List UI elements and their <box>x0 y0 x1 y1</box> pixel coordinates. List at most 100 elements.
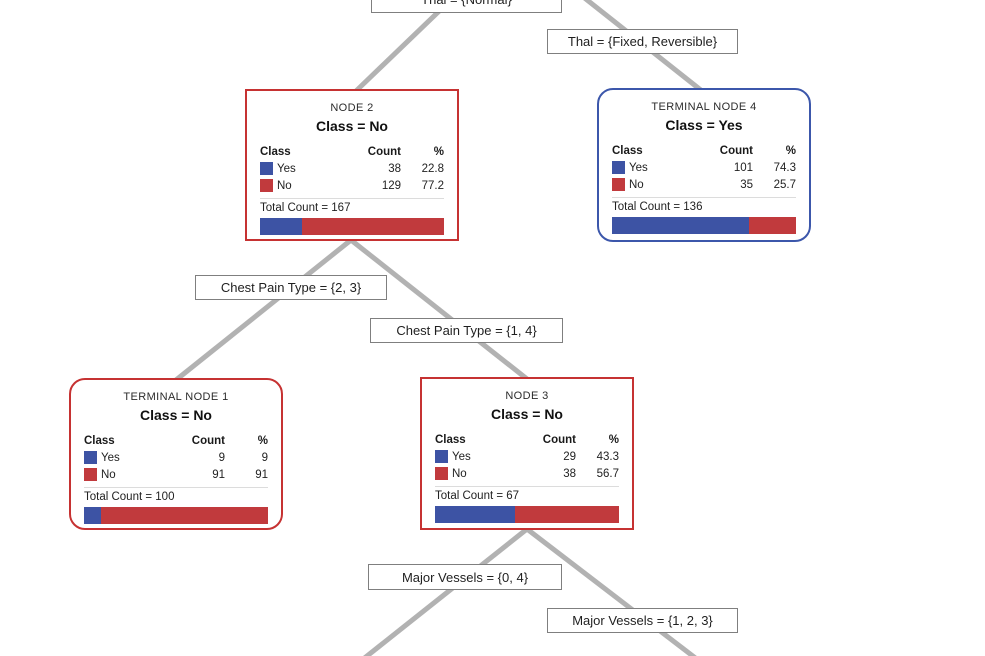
row-count: 9 <box>218 451 225 464</box>
bar-segment-no <box>100 507 268 524</box>
row-pct: 91 <box>255 468 268 481</box>
split-label-major-vessels-1-2-3: Major Vessels = {1, 2, 3} <box>547 608 738 633</box>
bar-segment-yes <box>260 218 302 235</box>
row-count: 35 <box>740 178 753 191</box>
yes-color-swatch <box>435 450 448 463</box>
split-label-thal-fixed-reversible: Thal = {Fixed, Reversible} <box>547 29 738 54</box>
bar-segment-yes <box>435 506 515 523</box>
header-count: Count <box>719 144 753 157</box>
divider <box>260 198 444 199</box>
row-pct: 22.8 <box>421 162 444 175</box>
header-pct: % <box>608 433 619 446</box>
class-row-yes: Yes 101 74.3 <box>612 159 796 176</box>
class-row-no: No 35 25.7 <box>612 176 796 193</box>
node-predicted-class: Class = Yes <box>665 117 743 133</box>
row-label: No <box>629 178 644 191</box>
row-label: Yes <box>452 450 471 463</box>
node-title: TERMINAL NODE 4 <box>651 101 757 113</box>
total-count-label: Total Count = 100 <box>84 491 175 503</box>
node-title: NODE 2 <box>330 102 374 114</box>
row-pct: 9 <box>261 451 268 464</box>
tree-terminal-node-4[interactable]: TERMINAL NODE 4 Class = Yes Class Count … <box>597 88 811 242</box>
divider <box>612 197 796 198</box>
row-label: No <box>452 467 467 480</box>
node-title: NODE 3 <box>505 390 549 402</box>
class-table-header: Class Count % <box>435 431 619 448</box>
class-distribution-bar <box>84 507 268 524</box>
class-table-header: Class Count % <box>84 432 268 449</box>
header-count: Count <box>367 145 401 158</box>
row-count: 38 <box>563 467 576 480</box>
bar-segment-yes <box>84 507 101 524</box>
node-predicted-class: Class = No <box>316 118 388 134</box>
header-class: Class <box>260 145 291 158</box>
divider <box>435 486 619 487</box>
no-color-swatch <box>84 468 97 481</box>
class-distribution-bar <box>260 218 444 235</box>
row-label: No <box>277 179 292 192</box>
row-pct: 74.3 <box>773 161 796 174</box>
row-pct: 43.3 <box>596 450 619 463</box>
header-pct: % <box>433 145 444 158</box>
total-count-label: Total Count = 136 <box>612 201 703 213</box>
class-row-yes: Yes 29 43.3 <box>435 448 619 465</box>
row-count: 38 <box>388 162 401 175</box>
node-title: TERMINAL NODE 1 <box>123 391 229 403</box>
split-label-chest-pain-2-3: Chest Pain Type = {2, 3} <box>195 275 387 300</box>
row-count: 129 <box>381 179 401 192</box>
header-count: Count <box>191 434 225 447</box>
header-class: Class <box>84 434 115 447</box>
class-row-yes: Yes 9 9 <box>84 449 268 466</box>
header-pct: % <box>257 434 268 447</box>
yes-color-swatch <box>260 162 273 175</box>
edge-node3-right-child <box>525 527 697 656</box>
class-row-no: No 129 77.2 <box>260 177 444 194</box>
bar-segment-no <box>301 218 444 235</box>
row-label: Yes <box>101 451 120 464</box>
header-class: Class <box>612 144 643 157</box>
split-label-thal-normal: Thal = {Normal} <box>371 0 562 13</box>
header-count: Count <box>542 433 576 446</box>
row-label: Yes <box>277 162 296 175</box>
node-predicted-class: Class = No <box>140 407 212 423</box>
tree-node-3[interactable]: NODE 3 Class = No Class Count % Yes 29 4… <box>420 377 634 530</box>
yes-color-swatch <box>84 451 97 464</box>
edge-node2-to-node3 <box>349 238 529 381</box>
edge-node3-left-child <box>363 527 529 656</box>
row-count: 101 <box>733 161 753 174</box>
edge-node2-to-terminal1 <box>174 238 353 382</box>
edge-root-to-node2 <box>354 0 455 93</box>
row-pct: 56.7 <box>596 467 619 480</box>
no-color-swatch <box>612 178 625 191</box>
bar-segment-no <box>514 506 619 523</box>
row-count: 91 <box>212 468 225 481</box>
tree-terminal-node-1[interactable]: TERMINAL NODE 1 Class = No Class Count %… <box>69 378 283 530</box>
row-pct: 77.2 <box>421 179 444 192</box>
split-label-major-vessels-0-4: Major Vessels = {0, 4} <box>368 564 562 590</box>
class-row-no: No 38 56.7 <box>435 465 619 482</box>
no-color-swatch <box>260 179 273 192</box>
header-pct: % <box>785 144 796 157</box>
row-count: 29 <box>563 450 576 463</box>
tree-node-2[interactable]: NODE 2 Class = No Class Count % Yes 38 2… <box>245 89 459 241</box>
class-table-header: Class Count % <box>260 143 444 160</box>
total-count-label: Total Count = 67 <box>435 490 520 502</box>
class-distribution-bar <box>435 506 619 523</box>
class-row-yes: Yes 38 22.8 <box>260 160 444 177</box>
class-distribution-bar <box>612 217 796 234</box>
class-table-header: Class Count % <box>612 142 796 159</box>
total-count-label: Total Count = 167 <box>260 202 351 214</box>
row-label: No <box>101 468 116 481</box>
class-row-no: No 91 91 <box>84 466 268 483</box>
no-color-swatch <box>435 467 448 480</box>
node-predicted-class: Class = No <box>491 406 563 422</box>
bar-segment-no <box>748 217 796 234</box>
yes-color-swatch <box>612 161 625 174</box>
row-pct: 25.7 <box>773 178 796 191</box>
split-label-chest-pain-1-4: Chest Pain Type = {1, 4} <box>370 318 563 343</box>
row-label: Yes <box>629 161 648 174</box>
divider <box>84 487 268 488</box>
bar-segment-yes <box>612 217 749 234</box>
